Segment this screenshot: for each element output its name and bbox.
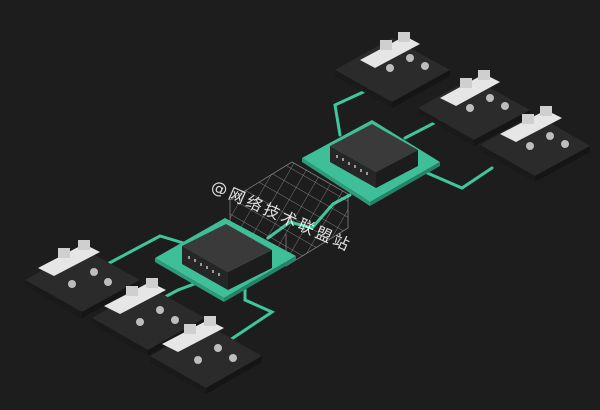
link-left-hub-top-office [98,234,192,270]
office-site-right-mid [418,70,530,146]
link-right-hub-low-office [423,166,494,190]
office-site-left-top [25,240,140,318]
link-left-hub-low-office [228,288,276,342]
hub-left [155,218,296,302]
network-switch-icon [330,124,418,188]
office-site-right-low [480,106,590,182]
hub-right [302,120,440,206]
office-site-right-top [335,32,450,108]
network-switch-icon [182,224,272,290]
link-right-hub-top-office [333,86,374,137]
office-site-left-low [150,316,262,394]
